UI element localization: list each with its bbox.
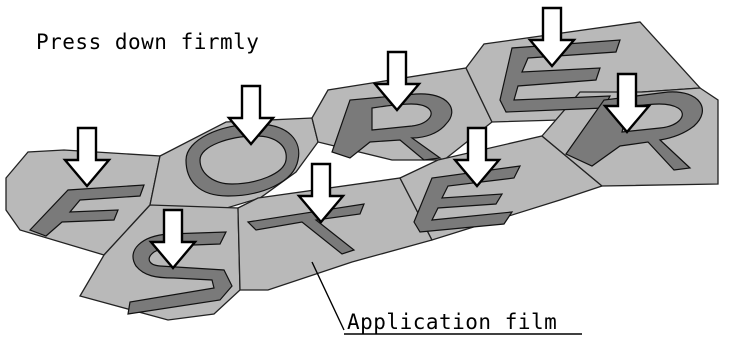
press-arrows — [62, 6, 652, 270]
down-arrow-icon — [602, 72, 652, 134]
down-arrow-icon — [148, 208, 198, 270]
film-label: Application film — [347, 310, 558, 334]
raised-letters — [28, 39, 703, 315]
instruction-label: Press down firmly — [36, 30, 260, 54]
down-arrow-icon — [226, 84, 276, 146]
letter-t — [246, 203, 365, 255]
letter-e2 — [413, 165, 522, 233]
down-arrow-icon — [527, 6, 577, 68]
letter-f — [28, 184, 145, 237]
letter-o — [185, 123, 300, 197]
down-arrow-icon — [372, 50, 422, 112]
down-arrow-icon — [452, 126, 502, 188]
down-arrow-icon — [296, 162, 346, 224]
film-panel-t — [237, 177, 433, 291]
letter-s — [127, 231, 233, 315]
film-leader-line — [311, 261, 345, 331]
down-arrow-icon — [62, 126, 112, 188]
